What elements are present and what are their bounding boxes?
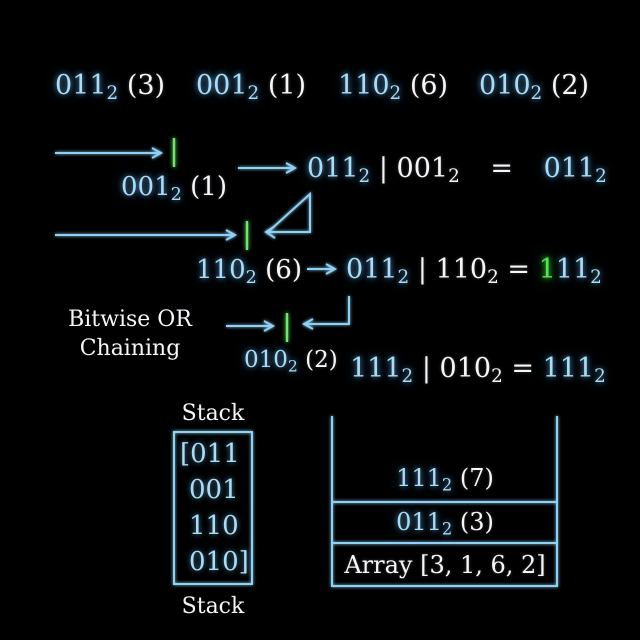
- input-2: 1102 (6): [338, 70, 449, 103]
- container-mid-bin: 011: [396, 508, 442, 536]
- stack-label-bottom: Stack: [181, 594, 245, 619]
- container-mid-value: 0112 (3): [333, 508, 557, 537]
- eq2-r-base: 2: [590, 267, 602, 289]
- stack-item: 001: [189, 475, 239, 505]
- eq2-eq: =: [507, 254, 530, 285]
- side-input-1: 1102 (6): [196, 255, 302, 287]
- eq2-a: 011: [346, 254, 398, 285]
- arrow-3: [226, 320, 276, 332]
- input-0-dec: (3): [126, 70, 166, 101]
- side-input-1-base: 2: [245, 267, 257, 288]
- side-input-0: 0012 (1): [121, 172, 227, 204]
- input-1: 0012 (1): [196, 70, 307, 103]
- side-input-0-dec: (1): [190, 172, 227, 202]
- eq2-r-rest: 11: [555, 254, 591, 285]
- stack-box: [173, 431, 253, 585]
- container-top-dec: (7): [459, 464, 494, 492]
- equation-2: 0112 | 1102 = 1112: [346, 254, 602, 287]
- input-0: 0112 (3): [55, 70, 166, 103]
- input-3-bin: 010: [479, 70, 531, 101]
- input-0-bin: 011: [55, 70, 107, 101]
- eq2-op: |: [417, 254, 427, 285]
- eq3-r-base: 2: [594, 366, 606, 388]
- eq3-b-base: 2: [491, 366, 503, 388]
- eq3-a-base: 2: [401, 366, 414, 388]
- eq1-r: 011: [543, 153, 596, 184]
- stack-item: [011: [180, 439, 240, 469]
- feedback-triangle: [264, 191, 311, 239]
- eq2-b: 110: [435, 254, 488, 285]
- eq1-eq: =: [490, 153, 513, 184]
- eq2-a-base: 2: [397, 267, 410, 289]
- arrow-to-eq1: [238, 162, 298, 174]
- input-1-dec: (1): [267, 70, 307, 101]
- container-top-value: 1112 (7): [333, 464, 557, 493]
- side-input-1-dec: (6): [265, 255, 302, 285]
- side-input-1-bin: 110: [196, 255, 246, 285]
- stack-label-top: Stack: [181, 401, 245, 426]
- input-2-dec: (6): [409, 70, 449, 101]
- container-frame: [331, 416, 558, 587]
- container-top-base: 2: [441, 475, 453, 495]
- caption-line-2: Chaining: [79, 336, 181, 361]
- input-0-base: 2: [106, 83, 119, 105]
- input-3-base: 2: [530, 83, 543, 105]
- caption: Bitwise OR Chaining: [50, 305, 210, 363]
- container-mid-dec: (3): [459, 508, 494, 536]
- input-1-base: 2: [247, 83, 260, 105]
- arrow-1: [55, 147, 164, 159]
- equation-1: 0112 | 0012 = 0112: [307, 153, 607, 186]
- eq3-eq: =: [511, 353, 534, 384]
- container-mid-base: 2: [441, 519, 453, 539]
- container-base-label: Array [3, 1, 6, 2]: [344, 551, 546, 579]
- eq1-a: 011: [307, 153, 359, 184]
- eq1-op: |: [378, 153, 388, 184]
- arrow-to-eq2: [307, 263, 338, 275]
- stack-item: 010]: [189, 547, 249, 577]
- side-input-0-bin: 001: [121, 172, 171, 202]
- side-input-2-bin: 010: [244, 347, 288, 373]
- eq3-r: 111: [542, 353, 595, 384]
- eq3-op: |: [421, 353, 431, 384]
- stack-items: [011 001 110 010]: [180, 436, 249, 580]
- input-3-dec: (2): [550, 70, 590, 101]
- eq1-b: 001: [396, 153, 449, 184]
- side-input-0-base: 2: [170, 184, 182, 205]
- side-input-2-dec: (2): [305, 347, 338, 373]
- caption-line-1: Bitwise OR: [68, 307, 192, 332]
- eq1-r-base: 2: [595, 166, 607, 188]
- equation-3: 1112 | 0102 = 1112: [350, 353, 606, 386]
- eq1-a-base: 2: [358, 166, 371, 188]
- eq1-b-base: 2: [448, 166, 460, 188]
- eq3-b: 010: [439, 353, 492, 384]
- eq2-b-base: 2: [487, 267, 499, 289]
- arrow-2: [55, 229, 238, 241]
- container-top-bin: 111: [396, 464, 442, 492]
- input-1-bin: 001: [196, 70, 248, 101]
- eq3-a: 111: [350, 353, 402, 384]
- side-input-2: 0102 (2): [244, 347, 338, 376]
- feedback-elbow: [301, 296, 350, 330]
- input-2-base: 2: [389, 83, 402, 105]
- input-3: 0102 (2): [479, 70, 590, 103]
- side-input-2-base: 2: [287, 356, 298, 376]
- eq2-r-highlight: 1: [538, 254, 556, 285]
- stack-item: 110: [189, 511, 239, 541]
- input-2-bin: 110: [338, 70, 390, 101]
